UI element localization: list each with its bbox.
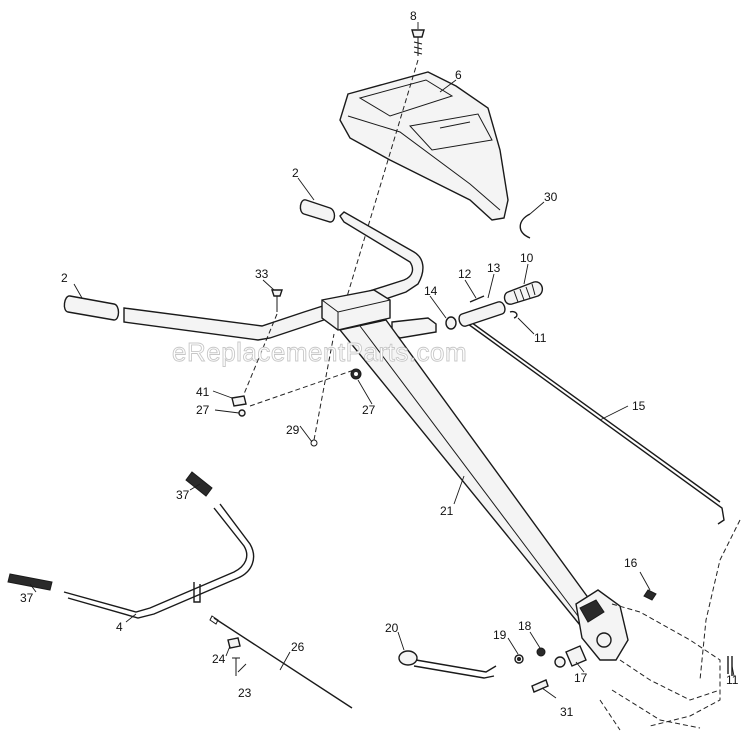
screw-part-8 [411, 29, 425, 56]
callout-23: 23 [238, 686, 252, 700]
bolt-part-33 [271, 289, 283, 312]
arm-part-13 [458, 301, 506, 327]
part-17 [554, 645, 587, 668]
callout-2-left: 2 [61, 271, 68, 285]
frame-outline [599, 519, 741, 731]
callout-26: 26 [291, 640, 305, 654]
callout-33: 33 [255, 267, 269, 281]
callout-37-left: 37 [20, 591, 34, 605]
callout-2-right: 2 [292, 166, 299, 180]
callout-37-upper: 37 [176, 488, 190, 502]
callout-24: 24 [212, 652, 226, 666]
callout-8: 8 [410, 9, 417, 23]
callout-17: 17 [574, 671, 588, 685]
handle-grip-left [63, 295, 120, 321]
assembly-line-8 [345, 59, 419, 301]
lever-part-20 [398, 650, 497, 679]
bracket-part-24 [227, 637, 241, 649]
callout-18: 18 [518, 619, 532, 633]
callout-20: 20 [385, 621, 399, 635]
callout-31: 31 [560, 705, 574, 719]
callout-11-lower: 11 [726, 673, 739, 687]
nut-part-27-left [238, 409, 246, 417]
handle-grip-right [299, 199, 336, 223]
washer-part-14 [445, 316, 457, 330]
callout-16: 16 [624, 556, 638, 570]
callout-19: 19 [493, 628, 507, 642]
callout-6: 6 [455, 68, 462, 82]
assembly-line-27 [249, 369, 355, 407]
clip-part-30 [519, 213, 531, 239]
callout-13: 13 [487, 261, 501, 275]
nut-part-18 [536, 647, 546, 657]
pin-part-12 [469, 295, 485, 303]
callout-21: 21 [440, 504, 454, 518]
callout-labels: 8 6 2 30 2 33 12 13 10 14 11 41 27 27 15… [20, 9, 739, 719]
part-29 [310, 439, 318, 447]
cable-part-26 [209, 615, 353, 709]
callout-15: 15 [632, 399, 646, 413]
screw-part-23 [232, 657, 240, 676]
callout-27-right: 27 [362, 403, 376, 417]
handle-column-part-21 [321, 289, 603, 635]
grip-part-37-upper [185, 471, 213, 497]
callout-11-upper: 11 [534, 331, 547, 345]
grip-part-37-left [7, 573, 53, 591]
callout-14: 14 [424, 284, 438, 298]
callout-27-left: 27 [196, 403, 210, 417]
lever-rod-part-4 [63, 503, 255, 619]
assembly-line-29 [313, 333, 335, 441]
callout-10: 10 [520, 251, 534, 265]
nut-part-27-right [350, 368, 362, 380]
callout-41: 41 [196, 385, 210, 399]
rod-part-15 [467, 323, 725, 525]
pivot-housing [575, 589, 629, 661]
screw-part-31 [531, 679, 549, 693]
watermark-text: eReplacementParts.com [172, 337, 467, 367]
assembly-line-33 [243, 313, 278, 395]
bolt-part-16 [643, 589, 657, 601]
callout-4: 4 [116, 620, 123, 634]
callout-30: 30 [544, 190, 558, 204]
clamp-part-41 [231, 395, 247, 407]
console-cover-part [339, 71, 509, 221]
nut-part-19 [514, 654, 524, 664]
leader-lines [29, 22, 735, 699]
knob-part-10 [503, 281, 544, 305]
callout-29: 29 [286, 423, 300, 437]
callout-12: 12 [458, 267, 472, 281]
cotter-part-11-upper [509, 310, 518, 319]
